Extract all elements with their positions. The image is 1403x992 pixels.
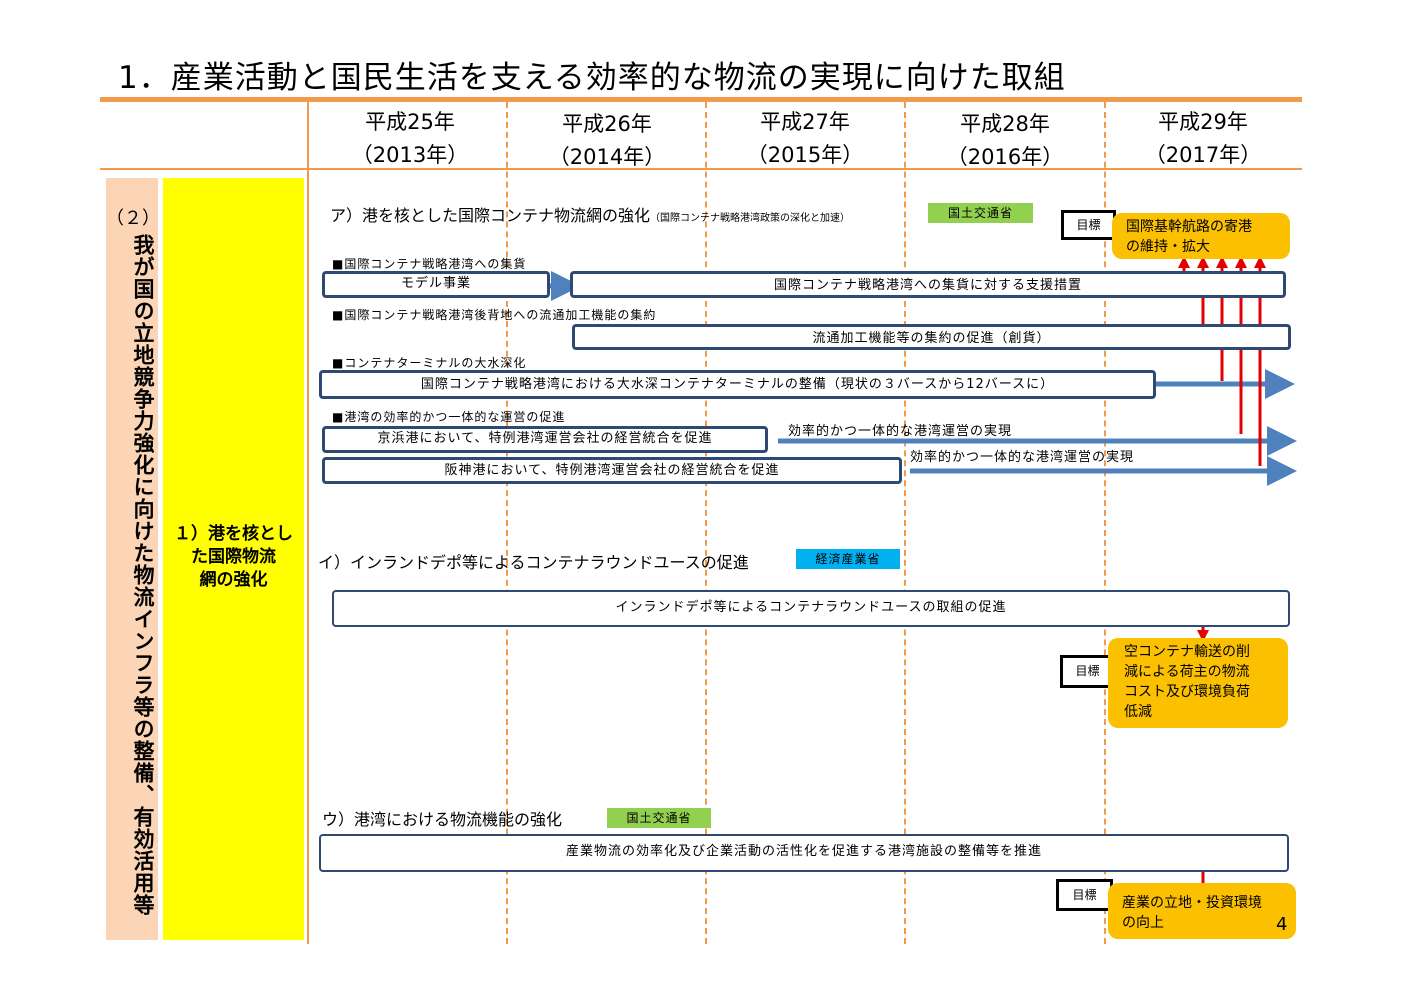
grid-line-2015 bbox=[705, 102, 707, 944]
goal-target-i: 空コンテナ輸送の削 減による荷主の物流 コスト及び環境負荷 低減 bbox=[1108, 638, 1288, 728]
header-bottom-rule bbox=[100, 168, 1302, 170]
section-a-title-text: ア）港を核とした国際コンテナ物流網の強化 bbox=[330, 206, 651, 225]
section-a-title: ア）港を核とした国際コンテナ物流網の強化（国際コンテナ戦略港湾政策の深化と加速） bbox=[330, 202, 850, 226]
section-a-note: （国際コンテナ戦略港湾政策の深化と加速） bbox=[650, 213, 851, 224]
year-western: （2016年） bbox=[946, 145, 1064, 169]
year-western: （2013年） bbox=[351, 143, 469, 167]
year-header-2017: 平成29年 （2017年） bbox=[1103, 106, 1303, 172]
goal-target-u-line2: の向上 bbox=[1122, 915, 1164, 931]
goal-target-a-line1: 国際基幹航路の寄港 bbox=[1126, 219, 1252, 235]
year-header-2016: 平成28年 （2016年） bbox=[905, 108, 1105, 174]
year-label: 平成27年 bbox=[760, 110, 850, 134]
bar-keihin: 京浜港において、特例港湾運営会社の経営統合を促進 bbox=[322, 426, 768, 453]
goal-target-i-line1: 空コンテナ輸送の削 bbox=[1124, 644, 1250, 660]
year-header-2013: 平成25年 （2013年） bbox=[310, 106, 510, 172]
goal-label-u: 目標 bbox=[1056, 879, 1113, 911]
goal-label-a: 目標 bbox=[1061, 210, 1116, 240]
goal-target-a-line2: の維持・拡大 bbox=[1126, 239, 1210, 255]
page-number: 4 bbox=[1276, 914, 1288, 935]
year-western: （2014年） bbox=[548, 145, 666, 169]
year-header-2014: 平成26年 （2014年） bbox=[507, 108, 707, 174]
subheading-port-operation: ■港湾の効率的かつ一体的な運営の促進 bbox=[332, 410, 566, 424]
grid-line-2014 bbox=[506, 102, 508, 944]
goal-label-i: 目標 bbox=[1060, 655, 1115, 688]
measure-title-line3: 網の強化 bbox=[199, 570, 268, 590]
bar-collection-support: 国際コンテナ戦略港湾への集貨に対する支援措置 bbox=[570, 271, 1286, 298]
ministry-badge-meti: 経済産業省 bbox=[796, 549, 900, 569]
measure-title-line1: １）港を核とし bbox=[174, 524, 293, 544]
category-text: 我が国の立地競争力強化に向けた物流インフラ等の整備、有効活用等 bbox=[131, 234, 155, 916]
category-column: （２） 我が国の立地競争力強化に向けた物流インフラ等の整備、有効活用等 bbox=[106, 178, 160, 940]
goal-target-i-line3: コスト及び環境負荷 bbox=[1124, 684, 1250, 700]
subheading-collection: ■国際コンテナ戦略港湾への集貨 bbox=[332, 257, 527, 271]
outcome-keihin: 効率的かつ一体的な港湾運営の実現 bbox=[788, 424, 1013, 439]
year-label: 平成29年 bbox=[1158, 110, 1248, 134]
measure-title-line2: た国際物流 bbox=[191, 547, 276, 567]
bar-deepwater-terminal: 国際コンテナ戦略港湾における大水深コンテナターミナルの整備（現状の３バースから1… bbox=[319, 370, 1156, 399]
subheading-deepwater: ■コンテナターミナルの大水深化 bbox=[332, 356, 527, 370]
goal-target-a: 国際基幹航路の寄港 の維持・拡大 bbox=[1112, 213, 1290, 259]
grid-line-2016 bbox=[904, 102, 906, 944]
year-western: （2015年） bbox=[746, 143, 864, 167]
outcome-hanshin: 効率的かつ一体的な港湾運営の実現 bbox=[910, 450, 1135, 465]
year-western: （2017年） bbox=[1144, 143, 1262, 167]
bar-inland-depot: インランドデポ等によるコンテナラウンドユースの取組の促進 bbox=[332, 590, 1290, 627]
bar-distribution-processing: 流通加工機能等の集約の促進（創貨） bbox=[572, 324, 1291, 350]
subheading-distribution: ■国際コンテナ戦略港湾後背地への流通加工機能の集約 bbox=[332, 308, 657, 322]
ministry-badge-mlit-2: 国土交通省 bbox=[607, 808, 711, 828]
page-title: 1．産業活動と国民生活を支える効率的な物流の実現に向けた取組 bbox=[118, 60, 1066, 96]
category-number: （２） bbox=[106, 208, 160, 229]
title-rule bbox=[100, 97, 1302, 102]
goal-target-u: 産業の立地・投資環境 の向上 bbox=[1108, 883, 1296, 939]
section-u-title: ウ）港湾における物流機能の強化 bbox=[322, 810, 563, 829]
grid-line-2017 bbox=[1104, 102, 1106, 944]
goal-target-i-line2: 減による荷主の物流 bbox=[1124, 664, 1250, 680]
measure-title: １）港を核とし た国際物流 網の強化 bbox=[163, 523, 304, 592]
year-header-2015: 平成27年 （2015年） bbox=[705, 106, 905, 172]
ministry-badge-mlit: 国土交通省 bbox=[928, 203, 1033, 223]
grid-line-label-divider bbox=[307, 102, 309, 944]
section-i-title: イ）インランドデポ等によるコンテナラウンドユースの促進 bbox=[318, 553, 749, 572]
goal-target-u-line1: 産業の立地・投資環境 bbox=[1122, 895, 1262, 911]
bar-model-project: モデル事業 bbox=[322, 271, 550, 298]
measure-column: １）港を核とし た国際物流 網の強化 bbox=[163, 178, 304, 940]
year-label: 平成26年 bbox=[562, 112, 652, 136]
year-label: 平成28年 bbox=[960, 112, 1050, 136]
year-label: 平成25年 bbox=[365, 110, 455, 134]
bar-hanshin: 阪神港において、特例港湾運営会社の経営統合を促進 bbox=[322, 457, 902, 484]
bar-port-facilities: 産業物流の効率化及び企業活動の活性化を促進する港湾施設の整備等を推進 bbox=[319, 834, 1289, 872]
goal-target-i-line4: 低減 bbox=[1124, 704, 1152, 720]
